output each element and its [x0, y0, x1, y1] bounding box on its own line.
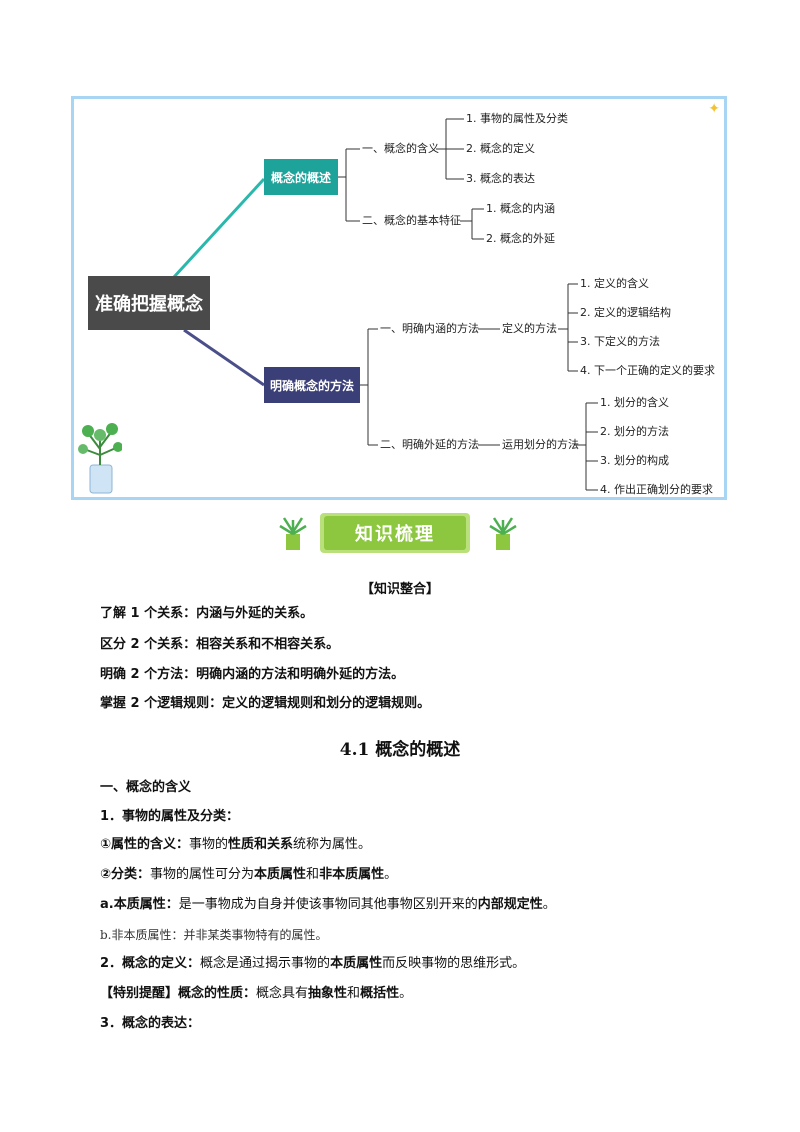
mindmap-leaf: 4. 下一个正确的定义的要求 [580, 364, 715, 377]
mindmap-node: 定义的方法 [502, 322, 557, 335]
mindmap-node: 运用划分的方法 [502, 438, 579, 451]
mindmap-leaf: 1. 划分的含义 [600, 396, 669, 409]
item-heading: 1．事物的属性及分类： [100, 809, 240, 824]
mindmap-leaf: 2. 概念的定义 [466, 142, 535, 155]
key-term: 抽象性 [308, 986, 348, 1001]
section-heading: 【知识整合】 [360, 582, 439, 597]
mindmap-node: 一、明确内涵的方法 [380, 322, 479, 335]
mindmap-branch-methods: 明确概念的方法 [264, 367, 360, 403]
term-label: 【特别提醒】概念的性质： [100, 986, 257, 1001]
mindmap-node: 二、概念的基本特征 [362, 214, 461, 227]
mindmap-leaf: 1. 概念的内涵 [486, 202, 555, 215]
banner-title: 知识梳理 [324, 516, 466, 550]
connector-root-branch1 [172, 177, 266, 279]
mindmap-leaf: 1. 定义的含义 [580, 277, 649, 290]
mindmap-leaf: 3. 概念的表达 [466, 172, 535, 185]
section-banner: 知识梳理 [270, 506, 526, 562]
mindmap-leaf: 2. 划分的方法 [600, 425, 669, 438]
connector-root-branch2 [183, 328, 265, 387]
summary-line: 明确 2 个方法：明确内涵的方法和明确外延的方法。 [100, 667, 405, 682]
branch1-connectors [338, 118, 484, 240]
term-label: a.本质属性： [100, 897, 179, 912]
sprout-icon [279, 517, 307, 550]
mindmap-branch-overview: 概念的概述 [264, 159, 338, 195]
mindmap-leaf: 2. 概念的外延 [486, 232, 555, 245]
potted-plant-icon [78, 423, 122, 494]
branch2-connectors [360, 283, 598, 491]
key-term: 非本质属性 [319, 867, 385, 882]
sprout-icon [489, 517, 517, 550]
mindmap-leaf: 1. 事物的属性及分类 [466, 112, 568, 125]
mindmap-leaf: 3. 下定义的方法 [580, 335, 660, 348]
key-term: 性质和关系 [228, 837, 294, 852]
mindmap-leaf: 2. 定义的逻辑结构 [580, 306, 671, 319]
mindmap-leaf: 3. 划分的构成 [600, 454, 669, 467]
chapter-title: 4.1 概念的概述 [339, 740, 461, 760]
term-label: 2．概念的定义： [100, 956, 201, 971]
key-term: 本质属性 [254, 867, 307, 882]
mindmap-root: 准确把握概念 [88, 276, 210, 330]
summary-line: 掌握 2 个逻辑规则：定义的逻辑规则和划分的逻辑规则。 [100, 696, 431, 711]
mindmap-leaf: 4. 作出正确划分的要求 [600, 483, 713, 496]
paragraph-concept-definition: 2．概念的定义：概念是通过揭示事物的本质属性而反映事物的思维形式。 [100, 956, 526, 971]
paragraph-attribute-meaning: ①属性的含义：事物的性质和关系统称为属性。 [100, 837, 372, 852]
sparkle-icon: ✦ [708, 101, 720, 117]
term-label: ①属性的含义： [100, 837, 190, 852]
paragraph-classification: ②分类：事物的属性可分为本质属性和非本质属性。 [100, 867, 398, 882]
summary-line: 了解 1 个关系：内涵与外延的关系。 [100, 606, 314, 621]
key-term: 内部规定性 [477, 897, 543, 912]
paragraph-nonessential-attribute: b.非本质属性：并非某类事物特有的属性。 [100, 928, 328, 942]
paragraph-essential-attribute: a.本质属性：是一事物成为自身并使该事物同其他事物区别开来的内部规定性。 [100, 897, 556, 912]
mind-map-connectors [172, 118, 598, 491]
mind-map: ✦ 准确把握概念 概念的概述 明确概念的方法 一、概念的含义 1. 事物的属性及… [71, 96, 727, 500]
summary-line: 区分 2 个关系：相容关系和不相容关系。 [100, 637, 340, 652]
mindmap-node: 二、明确外延的方法 [380, 438, 479, 451]
part-heading: 一、概念的含义 [100, 780, 192, 795]
term-label: ②分类： [100, 867, 151, 882]
key-term: 本质属性 [330, 956, 383, 971]
paragraph-special-tip: 【特别提醒】概念的性质：概念具有抽象性和概括性。 [100, 986, 413, 1001]
key-term: 概括性 [360, 986, 400, 1001]
item-heading: 3．概念的表达： [100, 1016, 201, 1031]
mindmap-node: 一、概念的含义 [362, 142, 439, 155]
